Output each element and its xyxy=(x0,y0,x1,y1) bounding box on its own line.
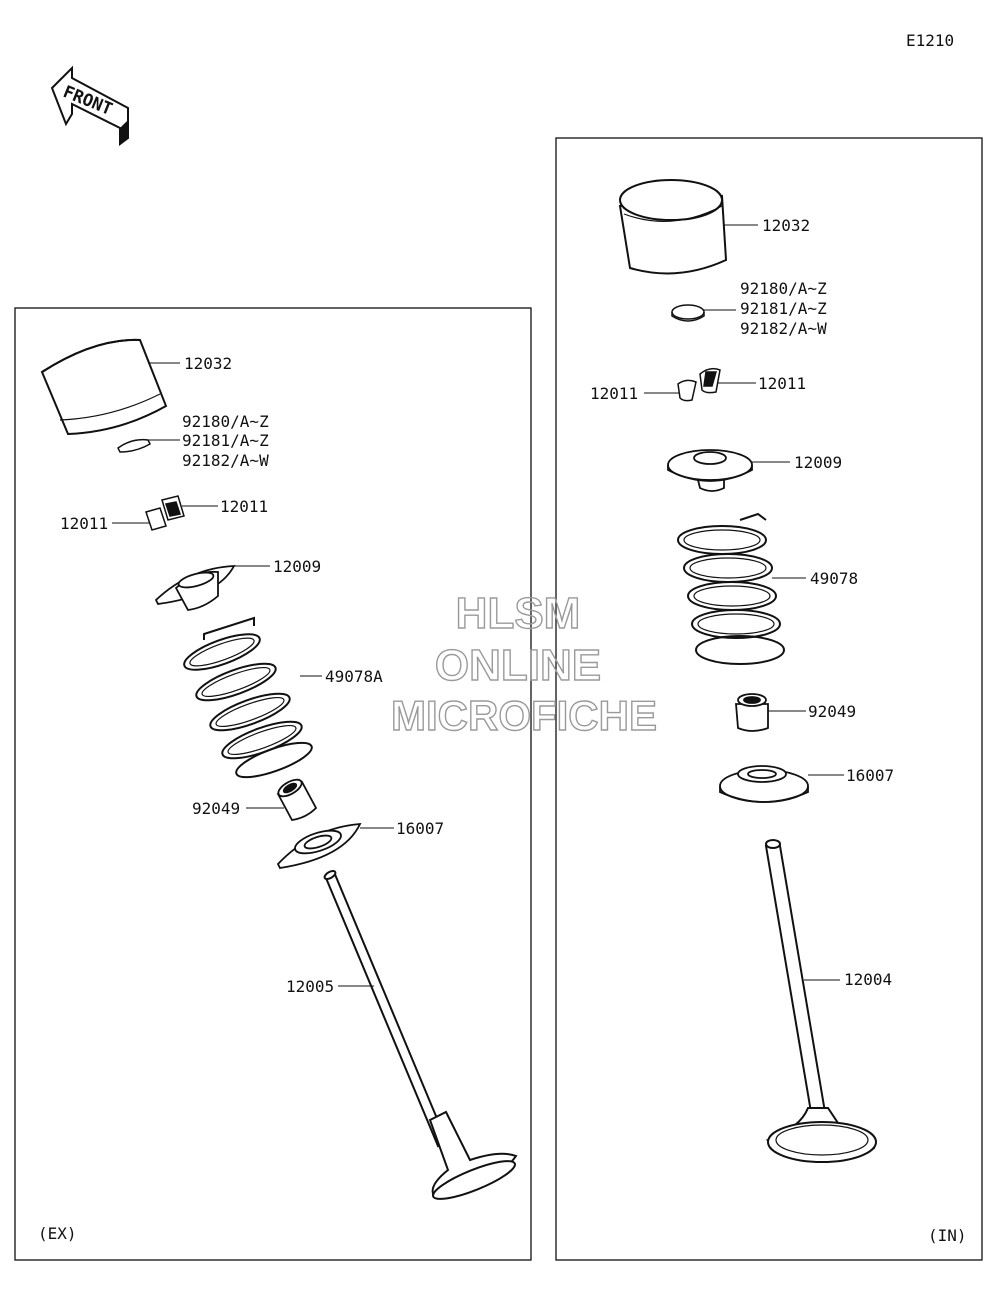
watermark: HLSM ONLINE MICROFICHE xyxy=(390,588,657,739)
exhaust-panel-tag: (EX) xyxy=(38,1224,77,1243)
exhaust-retainer-label: 12009 xyxy=(273,557,321,576)
intake-retainer-label: 12009 xyxy=(794,453,842,472)
intake-seal-label: 92049 xyxy=(808,702,856,721)
intake-seat-label: 16007 xyxy=(846,766,894,785)
exhaust-cotter-right-label: 12011 xyxy=(220,497,268,516)
front-arrow-icon: FRONT xyxy=(50,65,129,146)
intake-seat-part xyxy=(719,765,809,803)
watermark-line3: MICROFICHE xyxy=(391,692,657,739)
exhaust-shim-label-c: 92182/A~W xyxy=(182,451,269,470)
exhaust-seal-part xyxy=(276,778,318,821)
intake-shim-label-c: 92182/A~W xyxy=(740,319,827,338)
intake-retainer-part xyxy=(667,449,753,492)
watermark-line1: HLSM xyxy=(456,589,581,638)
intake-shim-label-a: 92180/A~Z xyxy=(740,279,827,298)
exhaust-tappet-label: 12032 xyxy=(184,354,232,373)
exhaust-leader-lines xyxy=(112,362,394,987)
exhaust-tappet-part xyxy=(40,338,168,436)
exhaust-spring-label: 49078A xyxy=(325,667,383,686)
intake-shim-part xyxy=(671,304,705,322)
intake-panel: 12032 92180/A~Z 92181/A~Z 92182/A~W 1201… xyxy=(555,137,983,1261)
intake-panel-tag: (IN) xyxy=(928,1226,967,1245)
exhaust-seal-label: 92049 xyxy=(192,799,240,818)
intake-panel-frame xyxy=(555,137,983,1261)
exhaust-seat-label: 16007 xyxy=(396,819,444,838)
intake-cotter-part xyxy=(677,367,721,402)
exhaust-cotter-left-label: 12011 xyxy=(60,514,108,533)
intake-cotter-right-label: 12011 xyxy=(758,374,806,393)
exhaust-shim-part xyxy=(117,438,151,453)
intake-valve-part xyxy=(764,839,877,1163)
intake-tappet-part xyxy=(618,179,728,275)
intake-valve-label: 12004 xyxy=(844,970,892,989)
watermark-line2: ONLINE xyxy=(435,641,601,690)
exhaust-valve-label: 12005 xyxy=(286,977,334,996)
exhaust-shim-label-b: 92181/A~Z xyxy=(182,431,269,450)
exhaust-panel-frame xyxy=(14,307,532,1261)
intake-shim-label-b: 92181/A~Z xyxy=(740,299,827,318)
intake-seal-part xyxy=(735,693,769,732)
exhaust-shim-label-a: 92180/A~Z xyxy=(182,412,269,431)
intake-spring-part xyxy=(677,512,785,665)
exhaust-valve-part xyxy=(323,870,518,1200)
intake-cotter-left-label: 12011 xyxy=(590,384,638,403)
diagram-code: E1210 xyxy=(906,31,954,50)
intake-tappet-label: 12032 xyxy=(762,216,810,235)
exhaust-panel: 12032 92180/A~Z 92181/A~Z 92182/A~W 1201… xyxy=(14,307,532,1261)
exhaust-spring-part xyxy=(183,616,313,779)
exhaust-cotter-part xyxy=(145,495,185,531)
intake-spring-label: 49078 xyxy=(810,569,858,588)
exhaust-seat-part xyxy=(276,822,362,869)
exhaust-retainer-part xyxy=(154,565,236,611)
intake-leader-lines xyxy=(644,224,844,981)
